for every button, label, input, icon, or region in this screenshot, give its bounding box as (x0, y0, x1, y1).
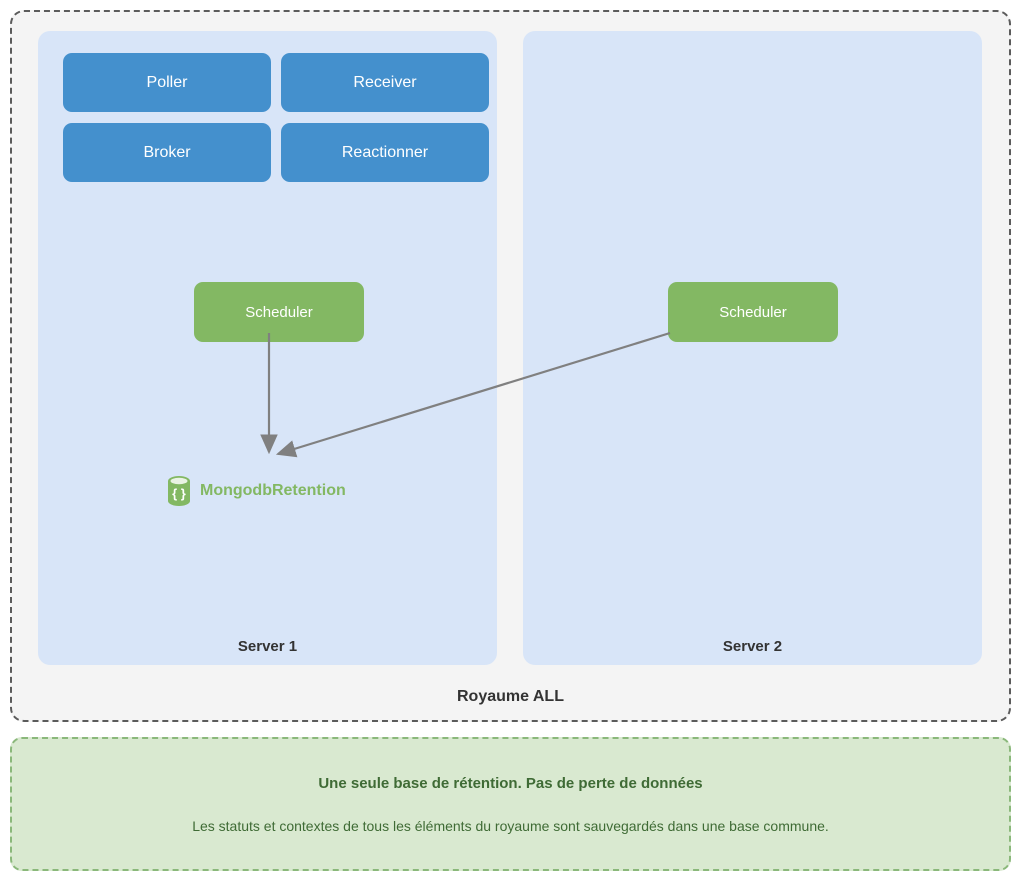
mongodb-retention-node[interactable]: { } MongodbRetention (166, 476, 346, 506)
service-box-receiver-label: Receiver (353, 73, 417, 91)
mongodb-retention-label: MongodbRetention (200, 482, 346, 499)
realm-label: Royaume ALL (457, 688, 564, 705)
realm-container: Poller Receiver Broker Reactionner Sched… (10, 10, 1011, 722)
service-box-broker-label: Broker (143, 143, 191, 161)
service-box-poller-label: Poller (146, 73, 188, 91)
scheduler-box-server-2-label: Scheduler (719, 303, 787, 321)
service-box-broker[interactable]: Broker (63, 123, 271, 182)
service-box-receiver[interactable]: Receiver (281, 53, 489, 112)
server-panel-2: Scheduler Server 2 (523, 31, 982, 665)
service-box-reactionner[interactable]: Reactionner (281, 123, 489, 182)
svg-text:{ }: { } (172, 486, 186, 501)
server-panel-1: Poller Receiver Broker Reactionner Sched… (38, 31, 497, 665)
note-body: Les statuts et contextes de tous les élé… (192, 817, 829, 834)
service-box-poller[interactable]: Poller (63, 53, 271, 112)
server-2-label: Server 2 (722, 638, 783, 655)
service-box-reactionner-label: Reactionner (341, 143, 429, 161)
database-icon: { } (166, 476, 192, 506)
note-title: Une seule base de rétention. Pas de pert… (318, 774, 703, 792)
server-1-label: Server 1 (237, 638, 298, 655)
scheduler-box-server-2[interactable]: Scheduler (668, 282, 838, 342)
scheduler-box-server-1-label: Scheduler (245, 303, 313, 321)
note-panel: Une seule base de rétention. Pas de pert… (10, 737, 1011, 871)
scheduler-box-server-1[interactable]: Scheduler (194, 282, 364, 342)
